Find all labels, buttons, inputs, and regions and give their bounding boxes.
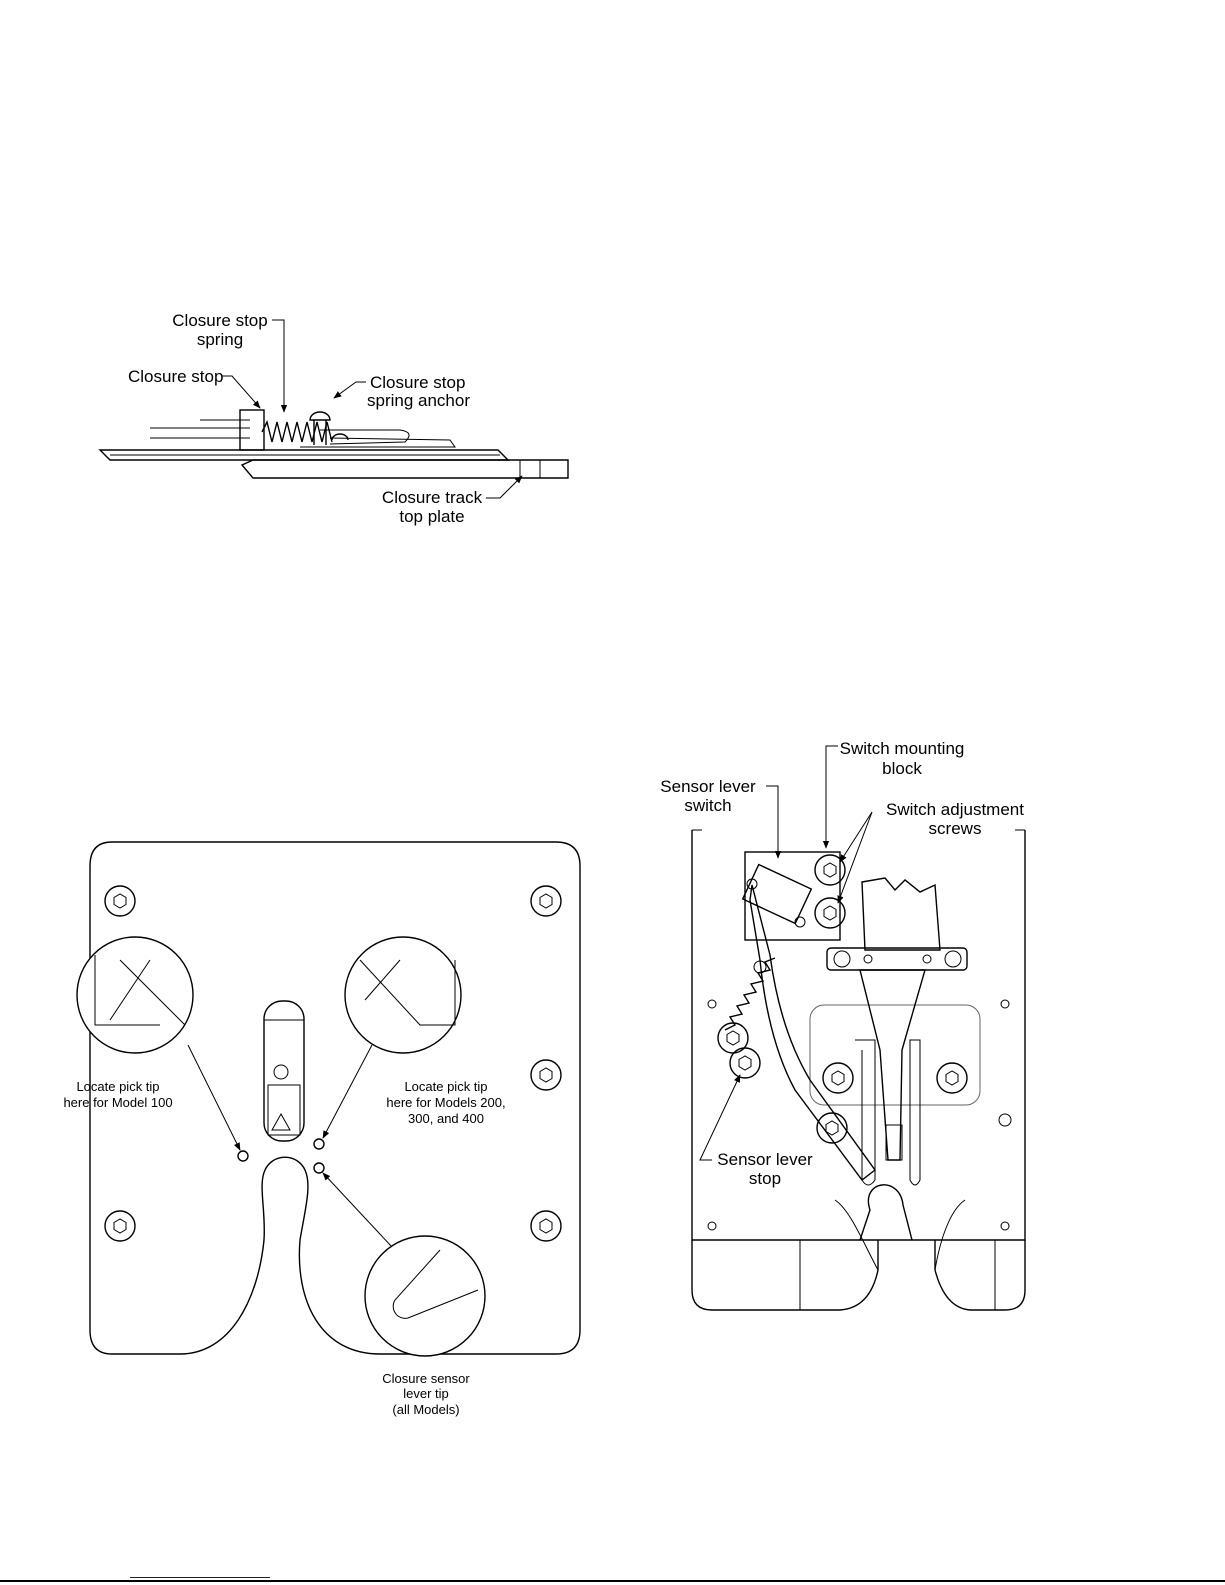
- label-track-2: top plate: [399, 507, 464, 526]
- label-models-2: here for Models 200,: [386, 1095, 505, 1110]
- label-sensor-3: (all Models): [392, 1402, 459, 1417]
- label-stop-spring-2: spring: [197, 330, 243, 349]
- sensor-tip-point: [314, 1163, 324, 1173]
- label-closure-stop: Closure stop: [128, 367, 223, 386]
- footer-rule: [0, 1580, 1225, 1582]
- bolt-icon: [105, 1211, 135, 1241]
- spring-anchor: [310, 412, 330, 420]
- bolt-icon: [531, 1211, 561, 1241]
- magnifier-model100: [77, 937, 193, 1053]
- label-stop-spring-1: Closure stop: [172, 311, 267, 330]
- label-sensor-1: Closure sensor: [382, 1371, 470, 1386]
- label-lever-stop-2: stop: [749, 1169, 781, 1188]
- footer-link-underline: [130, 1577, 270, 1578]
- sensor-lever-switch-diagram: Switch mounting block Sensor lever switc…: [660, 739, 1025, 1310]
- label-model100-2: here for Model 100: [63, 1095, 172, 1110]
- label-anchor-1: Closure stop: [370, 373, 465, 392]
- label-mount-1: Switch mounting: [840, 739, 965, 758]
- label-anchor-2: spring anchor: [367, 391, 470, 410]
- bolt-icon: [531, 886, 561, 916]
- label-screws-2: screws: [929, 819, 982, 838]
- label-lever-switch-2: switch: [684, 796, 731, 815]
- closure-stop-diagram: Closure stop spring Closure stop Closure…: [100, 311, 568, 526]
- stop-nut-icon: [718, 1023, 748, 1053]
- label-track-1: Closure track: [382, 488, 483, 507]
- label-models-1: Locate pick tip: [404, 1079, 487, 1094]
- nut-icon: [937, 1063, 967, 1093]
- magnifier-models: [345, 937, 461, 1053]
- bolt-icon: [531, 1060, 561, 1090]
- label-sensor-2: lever tip: [403, 1386, 449, 1401]
- label-mount-2: block: [882, 759, 922, 778]
- sensor-lever: [750, 885, 875, 1180]
- pick-tip-point-models: [314, 1139, 324, 1149]
- closure-stop-spring: [262, 422, 332, 442]
- nut-icon: [817, 1113, 847, 1143]
- label-lever-switch-1: Sensor lever: [660, 777, 756, 796]
- label-model100-1: Locate pick tip: [76, 1079, 159, 1094]
- bolt-icon: [105, 886, 135, 916]
- closure-stop-block: [240, 410, 264, 450]
- label-lever-stop-1: Sensor lever: [717, 1150, 813, 1169]
- label-models-3: 300, and 400: [408, 1111, 484, 1126]
- magnifier-sensor: [365, 1236, 485, 1356]
- nut-icon: [823, 1063, 853, 1093]
- pick-tip-point-model100: [238, 1151, 248, 1161]
- label-screws-1: Switch adjustment: [886, 800, 1024, 819]
- pick-tip-plate-diagram: Locate pick tip here for Model 100 Locat…: [63, 842, 580, 1417]
